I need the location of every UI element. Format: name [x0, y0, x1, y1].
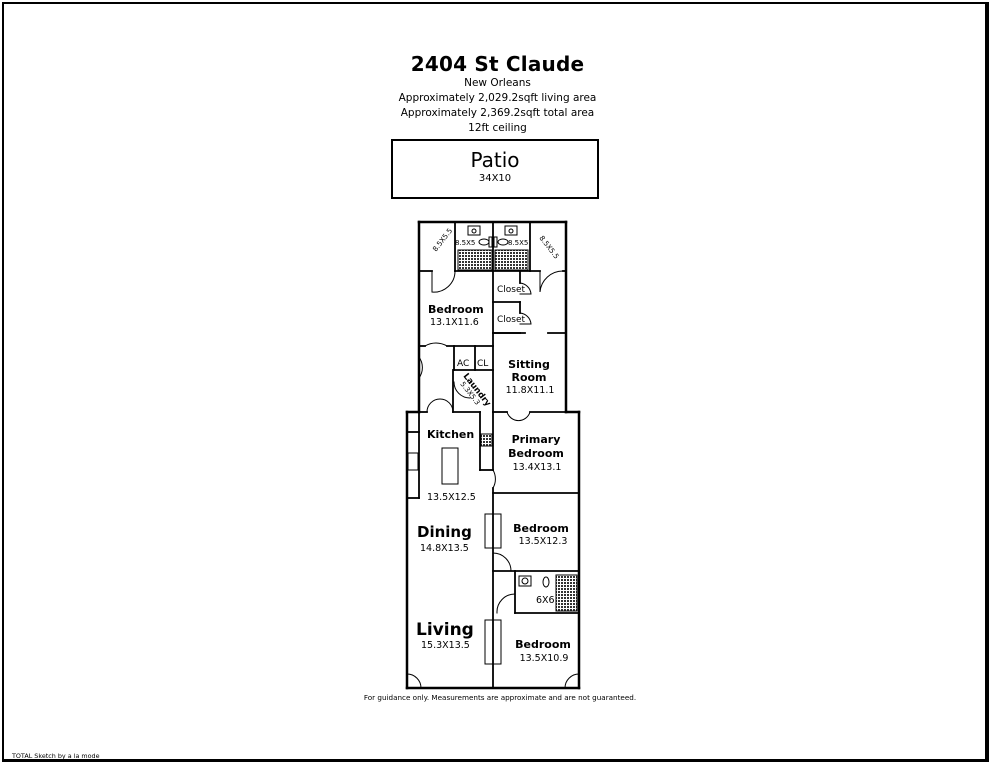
total-area-text: Approximately 2,369.2sqft total area — [400, 107, 595, 119]
bedroom-front-dims: 13.5X10.9 — [520, 653, 569, 664]
living-dims: 15.3X13.5 — [421, 640, 470, 651]
living-label: Living — [416, 620, 474, 640]
ceiling-height-text: 12ft ceiling — [468, 122, 527, 134]
bedroom-rear-label: Bedroom — [428, 303, 484, 316]
cl-label: CL — [477, 359, 488, 369]
bedroom-middle-dims: 13.5X12.3 — [519, 536, 568, 547]
bath-left-dims: 8.5X5.5 — [431, 227, 454, 253]
kitchen-fixtures — [407, 433, 493, 485]
sitting-room-label-1: Sitting — [508, 358, 550, 371]
ac-label: AC — [457, 359, 469, 369]
disclaimer-text: For guidance only. Measurements are appr… — [363, 693, 637, 702]
bath-fixtures — [457, 225, 578, 612]
primary-bedroom-label-2: Bedroom — [508, 447, 564, 460]
plan-header: 2404 St Claude New Orleans Approximately… — [0, 52, 995, 136]
bedroom-middle-label: Bedroom — [513, 522, 569, 535]
patio-dimensions: 34X10 — [478, 173, 512, 184]
sitting-room-label-2: Room — [511, 371, 546, 384]
dining-dims: 14.8X13.5 — [420, 543, 469, 554]
bedroom-rear-dims: 13.1X11.6 — [430, 317, 479, 328]
primary-bedroom-label-1: Primary — [512, 433, 561, 446]
kitchen-label: Kitchen — [427, 428, 474, 441]
bath-right-dims: 8.5X5.5 — [537, 234, 560, 260]
kitchen-sink — [407, 452, 419, 471]
property-title: 2404 St Claude — [410, 52, 585, 76]
closet-top-label: Closet — [497, 285, 526, 295]
dining-label: Dining — [417, 523, 472, 541]
bath-small-dims: 6X6 — [536, 595, 555, 606]
door-swings — [406, 270, 580, 689]
fireplaces — [484, 513, 502, 665]
patio-box: Patio 34X10 — [391, 139, 599, 199]
closet-bottom-label: Closet — [497, 315, 526, 325]
software-credit: TOTAL Sketch by a la mode — [12, 752, 100, 760]
living-area-text: Approximately 2,029.2sqft living area — [398, 92, 597, 104]
kitchen-island — [441, 447, 459, 485]
stove — [480, 433, 493, 447]
patio-label: Patio — [470, 148, 520, 172]
property-city: New Orleans — [464, 77, 531, 89]
sitting-room-dims: 11.8X11.1 — [506, 385, 555, 396]
primary-bedroom-dims: 13.4X13.1 — [513, 462, 562, 473]
kitchen-dims: 13.5X12.5 — [427, 492, 476, 503]
bath-mid-left-dims: 8.5X5 — [455, 239, 475, 247]
interior-walls — [406, 221, 580, 689]
bedroom-front-label: Bedroom — [515, 638, 571, 651]
bath-mid-right-dims: 8.5X5 — [508, 239, 528, 247]
